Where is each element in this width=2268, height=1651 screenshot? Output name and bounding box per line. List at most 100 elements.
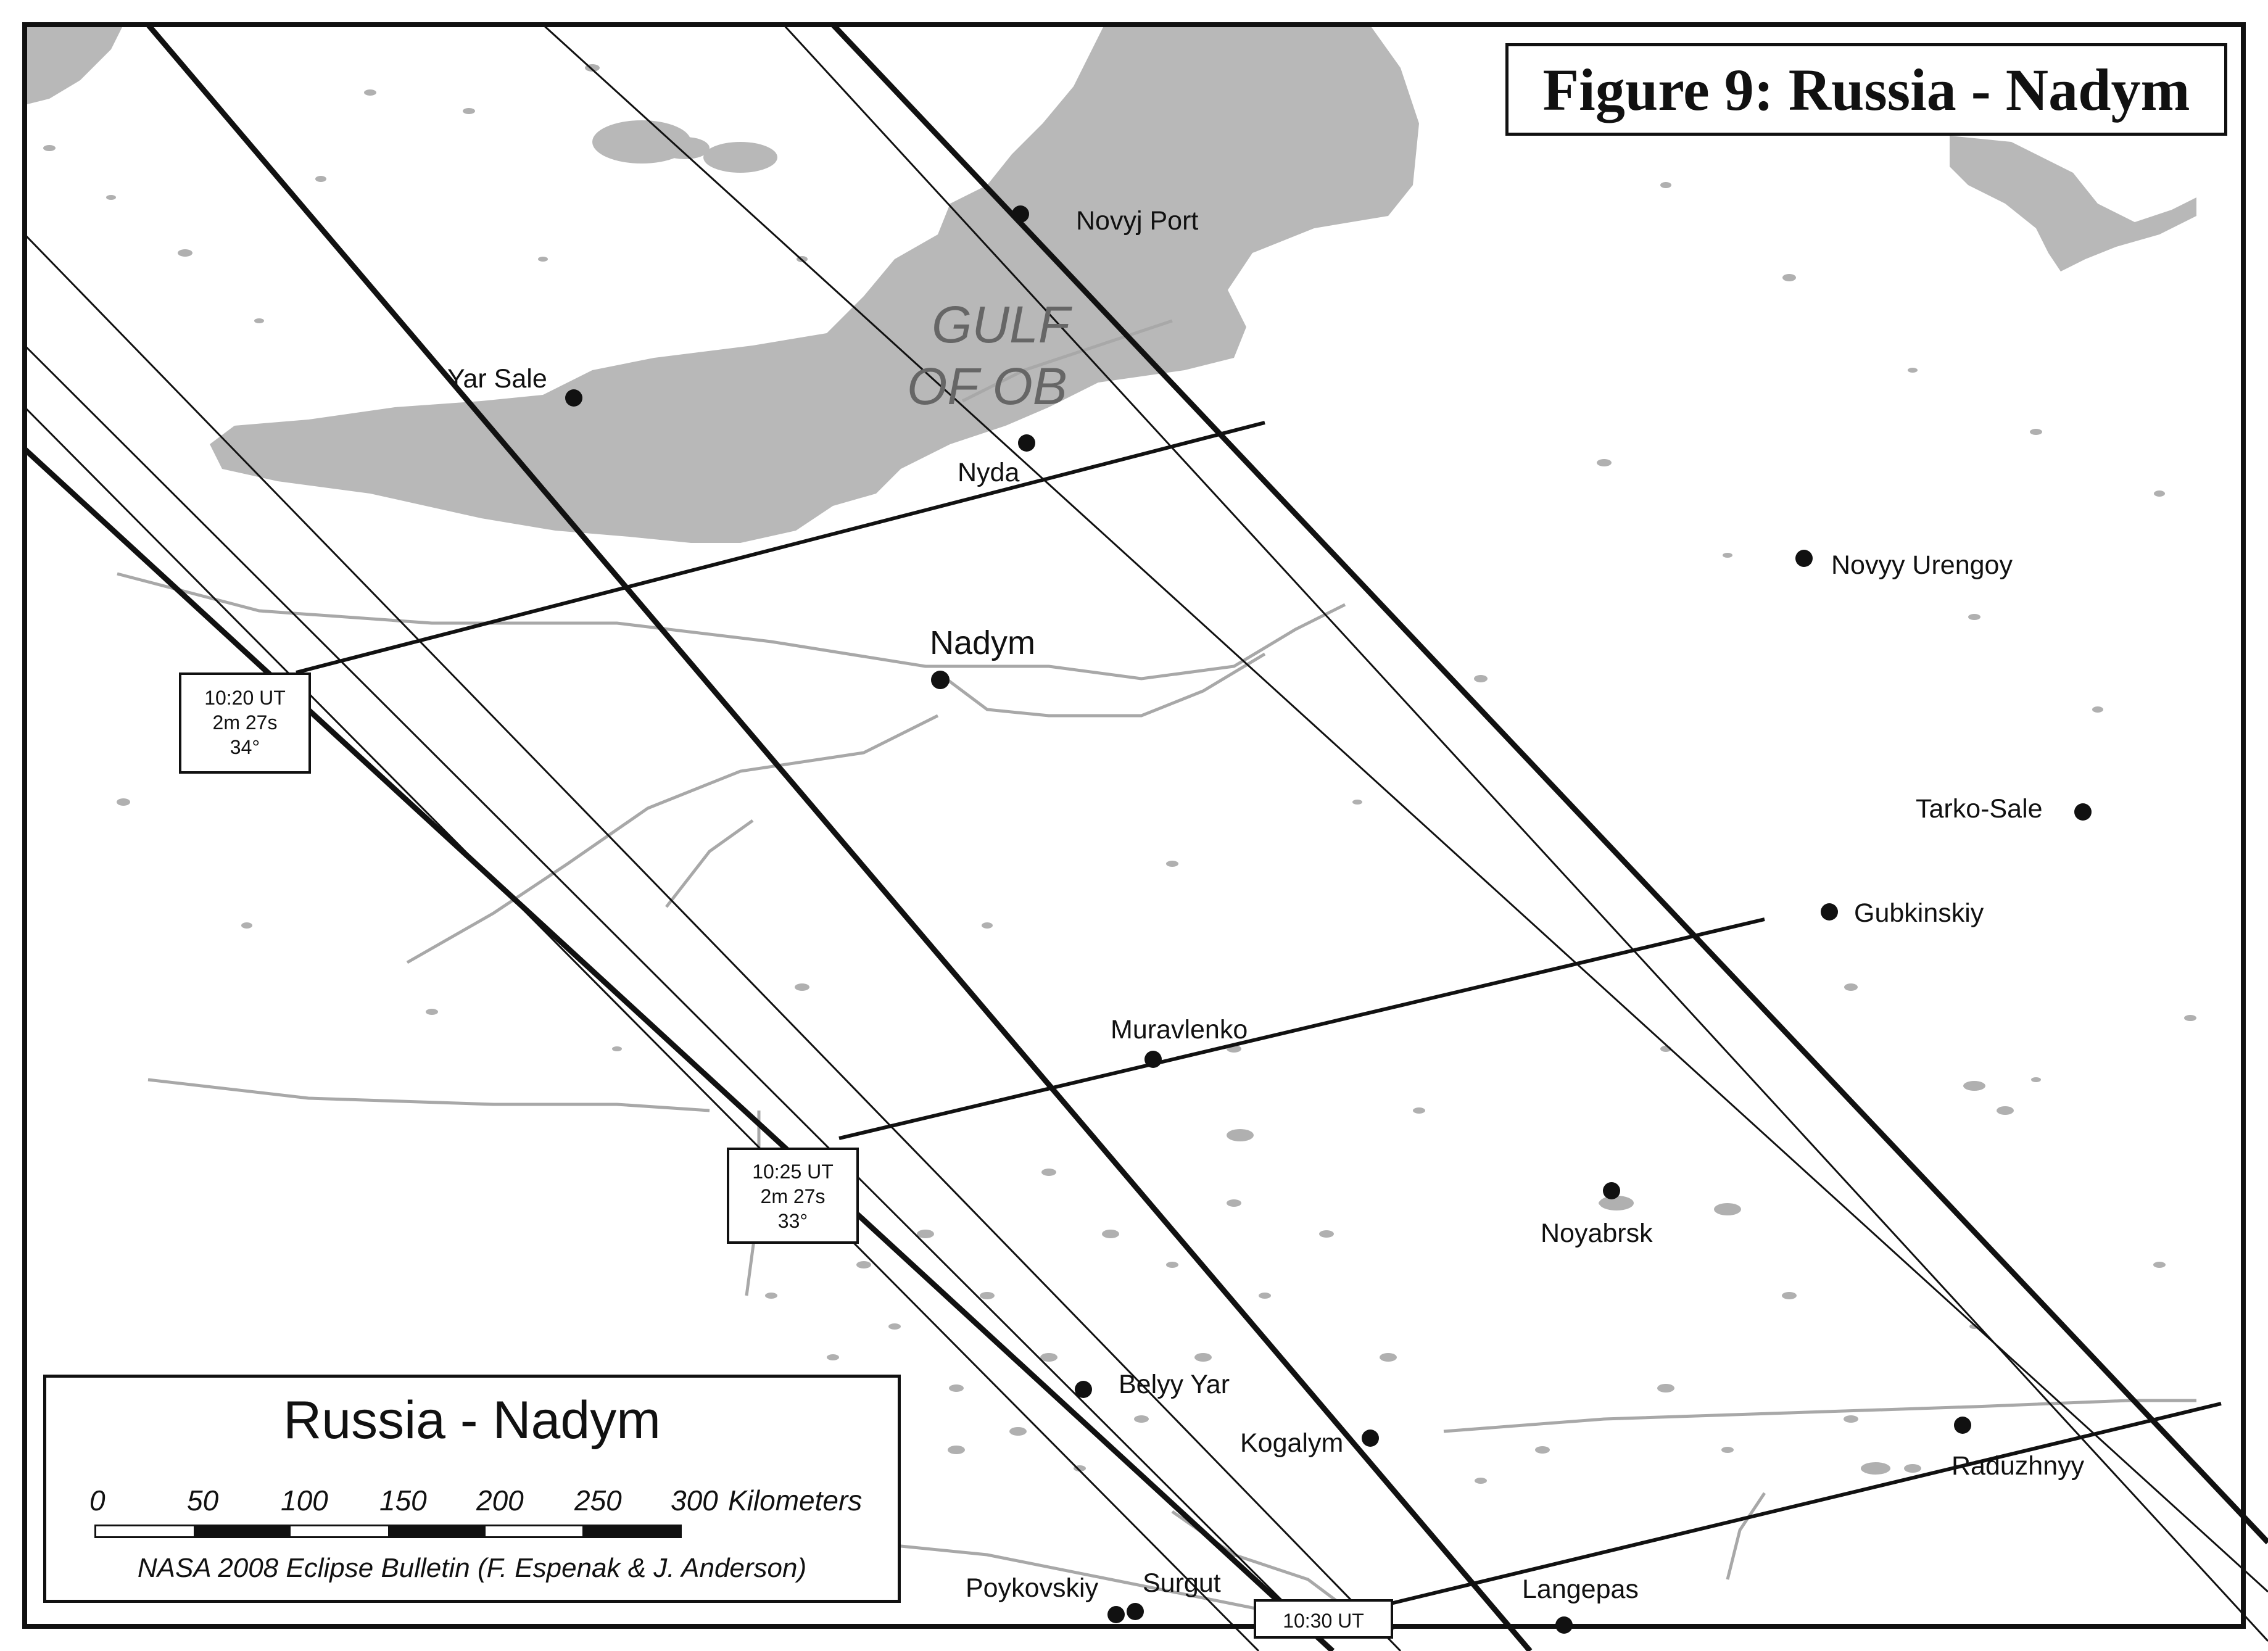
- city-marker: [1012, 205, 1029, 223]
- city-noyabrsk: Noyabrsk: [1541, 1182, 1653, 1248]
- scale-segment: [96, 1526, 194, 1536]
- figure-title-box: Figure 9: Russia - Nadym: [1505, 43, 2227, 136]
- time-line-1030: [1388, 1402, 2222, 1606]
- city-kogalym: Kogalym: [1240, 1428, 1379, 1458]
- path-thin-line-4: [23, 344, 1334, 1651]
- scale-label-50: 50: [187, 1484, 219, 1517]
- time-marker-time: 10:20 UT: [204, 687, 286, 709]
- scale-label-150: 150: [379, 1484, 427, 1517]
- city-marker: [1362, 1430, 1379, 1447]
- time-marker-box: [179, 672, 311, 774]
- path-thin-line-3: [23, 233, 1402, 1651]
- city-marker: [1018, 434, 1035, 452]
- path-central-line: [146, 23, 1533, 1651]
- eclipse-path-lines: [22, 22, 2268, 1651]
- scale-bar: [94, 1525, 682, 1538]
- city-marker: [931, 671, 950, 689]
- city-label: Muravlenko: [1111, 1015, 1248, 1045]
- city-label: Nadym: [930, 624, 1035, 661]
- time-marker-time: 10:30 UT: [1283, 1610, 1364, 1632]
- path-limit-northern: [830, 22, 2268, 1545]
- scale-segment: [291, 1526, 389, 1536]
- city-novyy-urengoy: Novyy Urengoy: [1795, 550, 2013, 580]
- time-marker-time: 10:25 UT: [752, 1161, 834, 1183]
- city-tarko-sale: Tarko-Sale: [1916, 794, 2092, 824]
- scale-segment: [193, 1526, 291, 1536]
- gulf-label-line1: GULF: [932, 296, 1073, 354]
- city-langepas: Langepas: [1522, 1574, 1639, 1634]
- lake: [660, 137, 710, 159]
- time-marker-box: [727, 1148, 859, 1244]
- time-marker-1030: 10:30 UT: [1254, 1599, 1393, 1639]
- map-legend: Russia - Nadym 0 50 100 150 200 250 300 …: [43, 1375, 901, 1603]
- city-nadym: Nadym: [930, 624, 1035, 689]
- cities: Novyj Port Yar Sale Nyda Nadym Novyy Ure…: [447, 205, 2092, 1634]
- northeast-bay-water: [1950, 136, 2196, 271]
- city-marker: [1555, 1616, 1573, 1634]
- city-marker: [1127, 1603, 1144, 1620]
- path-limit-southern: [22, 447, 1335, 1651]
- city-poykovskiy: Poykovskiy: [966, 1573, 1125, 1623]
- time-marker-altitude: 34°: [230, 736, 260, 758]
- city-label: Novyy Urengoy: [1831, 550, 2013, 580]
- path-thin-line-1: [542, 23, 2268, 1593]
- city-label: Langepas: [1522, 1574, 1639, 1604]
- time-line-1020: [296, 421, 1265, 674]
- legend-title: Russia - Nadym: [283, 1391, 661, 1450]
- city-marker: [1144, 1051, 1162, 1068]
- gulf-of-ob-water: [210, 25, 1419, 543]
- city-label: Surgut: [1143, 1568, 1221, 1598]
- city-label: Yar Sale: [447, 364, 547, 394]
- city-marker: [1075, 1381, 1092, 1398]
- scale-label-200: 200: [476, 1484, 524, 1517]
- city-marker: [1821, 903, 1838, 921]
- city-marker: [1954, 1417, 1971, 1434]
- city-marker: [1795, 550, 1813, 567]
- scale-label-300: 300: [671, 1484, 718, 1517]
- figure-title: Figure 9: Russia - Nadym: [1542, 56, 2190, 123]
- time-line-1025: [838, 917, 1765, 1140]
- gulf-label-line2: OF OB: [907, 357, 1067, 415]
- time-marker-box: [1254, 1599, 1393, 1639]
- scale-unit: Kilometers: [728, 1484, 863, 1517]
- city-label: Raduzhnyy: [1951, 1451, 2085, 1481]
- city-marker: [1603, 1182, 1620, 1199]
- time-marker-1020: 10:20 UT 2m 27s 34°: [179, 672, 311, 774]
- city-label: Noyabrsk: [1541, 1219, 1653, 1248]
- city-label: Novyj Port: [1076, 206, 1198, 236]
- city-muravlenko: Muravlenko: [1111, 1015, 1248, 1068]
- rivers: [117, 319, 2196, 1631]
- scale-label-0: 0: [89, 1484, 106, 1517]
- scale-label-100: 100: [281, 1484, 328, 1517]
- city-marker: [2074, 803, 2092, 821]
- scale-segment: [582, 1526, 681, 1536]
- city-gubkinskiy: Gubkinskiy: [1821, 898, 1984, 928]
- map-frame: [22, 22, 2246, 1629]
- time-marker-duration: 2m 27s: [213, 711, 278, 734]
- city-belyy-yar: Belyy Yar: [1075, 1370, 1230, 1399]
- city-raduzhnyy: Raduzhnyy: [1951, 1417, 2085, 1481]
- city-nyda: Nyda: [958, 434, 1035, 487]
- city-label: Tarko-Sale: [1916, 794, 2043, 824]
- city-label: Gubkinskiy: [1854, 898, 1984, 928]
- city-label: Kogalym: [1240, 1428, 1343, 1458]
- path-thin-line-5: [23, 406, 1260, 1651]
- path-thin-line-2: [782, 23, 2268, 1642]
- city-marker: [1107, 1606, 1125, 1623]
- city-marker: [565, 389, 582, 407]
- city-surgut: Surgut: [1127, 1568, 1221, 1620]
- scale-segment: [388, 1526, 486, 1536]
- time-marker-duration: 2m 27s: [761, 1185, 826, 1207]
- northwest-water: [25, 25, 123, 105]
- time-marker-altitude: 33°: [778, 1210, 808, 1232]
- scale-segment: [485, 1526, 583, 1536]
- legend-credit: NASA 2008 Eclipse Bulletin (F. Espenak &…: [137, 1553, 807, 1583]
- city-label: Belyy Yar: [1119, 1370, 1230, 1399]
- city-label: Nyda: [958, 458, 1019, 487]
- time-marker-1025: 10:25 UT 2m 27s 33°: [727, 1148, 859, 1244]
- city-yar-sale: Yar Sale: [447, 364, 582, 407]
- scale-label-250: 250: [574, 1484, 622, 1517]
- city-novyj-port: Novyj Port: [1012, 205, 1198, 236]
- city-label: Poykovskiy: [966, 1573, 1099, 1603]
- lake: [703, 142, 777, 173]
